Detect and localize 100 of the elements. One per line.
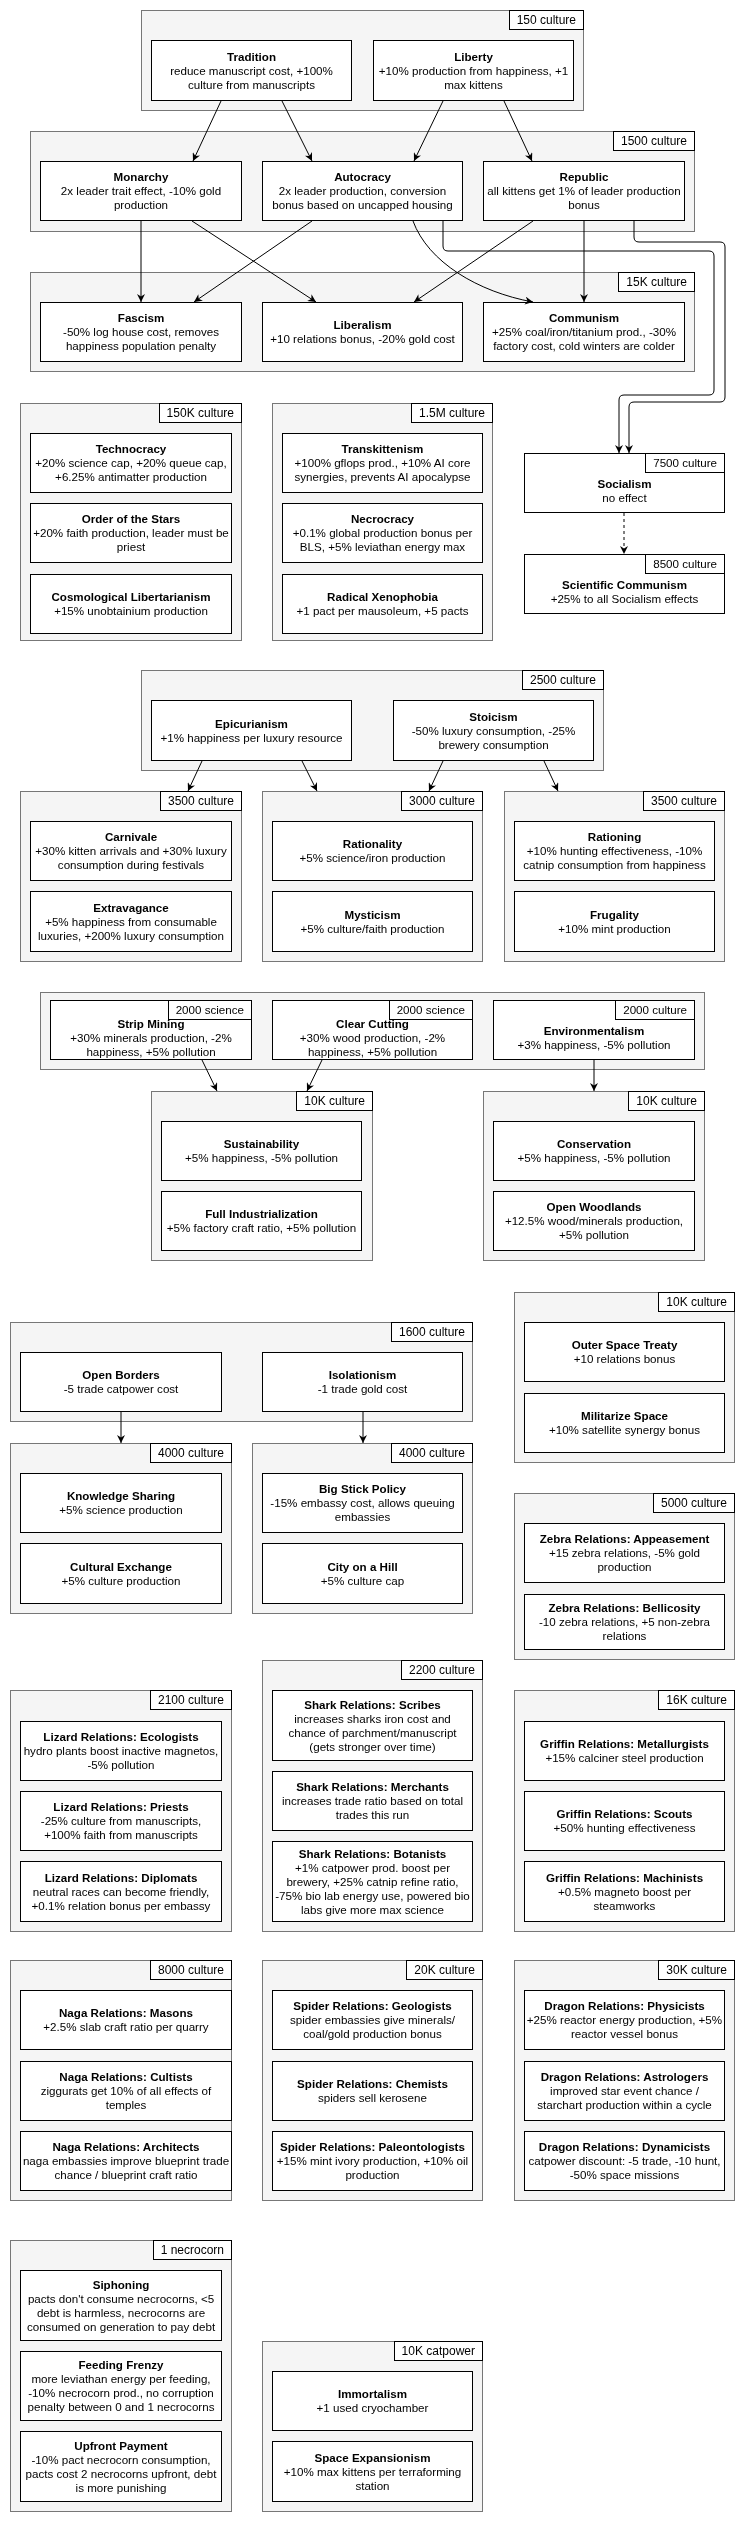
effect-text: -10 zebra relations, +5 non-zebra relations — [537, 1615, 712, 1643]
arrow — [281, 100, 313, 162]
policy-name: Knowledge Sharing — [66, 1489, 176, 1503]
policy-name: Strip Mining — [117, 1017, 185, 1031]
effect-text: -10% pact necrocorn consumption, pacts cost 2 necrocorns upfront, debt is more punishing — [24, 2452, 218, 2495]
arrow — [590, 1059, 598, 1092]
policy-name: Mysticism — [344, 907, 401, 922]
policy-box — [393, 700, 594, 761]
policy-name: Full Industrialization — [205, 1207, 318, 1221]
policy-box — [20, 1543, 222, 1604]
cost-tag: 3500 culture — [159, 791, 242, 811]
policy-box — [50, 1000, 252, 1060]
effect-text: +2.5% slab craft ratio per quarry — [43, 2020, 209, 2034]
cost-tag: 30K culture — [658, 1960, 735, 1980]
policy-name: Shark Relations: Merchants — [296, 1780, 449, 1794]
arrow — [428, 760, 444, 792]
cost-tag: 8500 culture — [645, 554, 725, 574]
effect-text: +25% coal/iron/titanium prod., -30% factory cost, cold winters are colder — [491, 325, 677, 353]
policy-name: Shark Relations: Botanists — [298, 1846, 447, 1861]
policy-name: Carnivale — [104, 830, 158, 844]
cost-tag: 1.5M culture — [410, 403, 493, 423]
group-panel — [10, 1443, 232, 1614]
effect-text: +5% happiness, -5% pollution — [517, 1151, 671, 1165]
group-panel — [10, 2240, 232, 2512]
policy-box — [272, 2131, 473, 2191]
cost-tag: 1500 culture — [612, 131, 695, 151]
effect-text: 2x leader trait effect, -10% gold production — [59, 184, 223, 212]
policy-box — [262, 1352, 463, 1412]
group-panel — [483, 1091, 705, 1261]
effect-text: +20% science cap, +20% queue cap, +6.25% antimatter production — [34, 456, 228, 484]
policy-box — [262, 1473, 463, 1533]
cost-tag: 10K culture — [296, 1091, 373, 1111]
cost-tag: 2000 science — [388, 1000, 473, 1020]
effect-text: +15% unobtainium production — [54, 604, 208, 618]
cost-tag: 10K culture — [658, 1292, 735, 1312]
group-panel — [20, 403, 242, 641]
policy-name: Tradition — [227, 49, 276, 64]
effect-text: +5% culture cap — [320, 1573, 405, 1588]
effect-text: pacts don't consume necrocorns, <5 debt is harmless, necrocorns are consumed on generation to pay debt — [25, 2291, 217, 2334]
effect-text: +1% catpower prod. boost per brewery, +25% catnip refine ratio, -75% bio lab energy use, powered bio labs give more max science — [274, 1860, 471, 1917]
effect-text: +30% kitten arrivals and +30% luxury consumption during festivals — [34, 844, 228, 872]
policy-box — [524, 554, 725, 614]
effect-text: -50% log house cost, removes happiness population penalty — [62, 325, 220, 353]
policy-name: Naga Relations: Cultists — [59, 2070, 193, 2084]
policy-box — [524, 1322, 725, 1382]
policy-name: City on a Hill — [327, 1559, 398, 1574]
effect-text: +5% culture/faith production — [300, 921, 445, 936]
arrow — [192, 100, 222, 162]
policy-name: Outer Space Treaty — [571, 1338, 678, 1352]
cost-tag: 2000 science — [167, 1000, 252, 1020]
group-panel — [262, 1660, 483, 1932]
effect-text: no effect — [602, 491, 647, 505]
cost-tag: 3000 culture — [400, 791, 483, 811]
effect-text: +20% faith production, leader must be priest — [32, 526, 230, 554]
cost-tag: 2500 culture — [521, 670, 604, 690]
policy-name: Griffin Relations: Metallurgists — [540, 1737, 709, 1751]
group-panel — [40, 992, 705, 1070]
policy-name: Scientific Communism — [562, 578, 687, 592]
effect-text: -50% luxury consumption, -25% brewery consumption — [410, 723, 577, 752]
effect-text: +30% minerals production, -2% happiness, +5% pollution — [69, 1031, 233, 1059]
arrow — [187, 760, 203, 792]
policy-box — [272, 821, 473, 881]
policy-box — [524, 1861, 725, 1922]
effect-text: improved star event chance / starchart production within a cycle — [536, 2084, 713, 2112]
cost-tag: 2100 culture — [149, 1690, 232, 1710]
group-panel — [514, 1960, 735, 2201]
policy-box — [272, 1990, 473, 2050]
policy-name: Zebra Relations: Appeasement — [539, 1532, 710, 1546]
policy-name: Liberty — [454, 49, 493, 64]
effect-text: +5% culture production — [61, 1573, 181, 1588]
effect-text: -25% culture from manuscripts, +100% faith from manuscripts — [39, 1814, 203, 1842]
cost-tag: 2000 culture — [615, 1000, 695, 1020]
effect-text: 2x leader production, conversion bonus based on uncapped housing — [271, 184, 454, 212]
policy-name: Zebra Relations: Bellicosity — [548, 1601, 701, 1615]
effect-text: +15 zebra relations, -5% gold production — [547, 1546, 702, 1574]
policy-name: Monarchy — [113, 170, 169, 184]
policy-box — [514, 891, 715, 952]
group-panel — [514, 1690, 735, 1932]
policy-name: Space Expansionism — [314, 2450, 431, 2465]
arrow — [137, 220, 145, 303]
policy-box — [161, 1191, 362, 1251]
policy-box — [151, 700, 352, 761]
policy-name: Open Borders — [82, 1368, 160, 1382]
arrow — [543, 760, 559, 792]
effect-text: +5% science/iron production — [299, 851, 446, 865]
policy-box — [20, 1473, 222, 1533]
group-panel — [252, 1443, 473, 1614]
cost-tag: 1600 culture — [390, 1322, 473, 1342]
group-panel — [262, 2341, 483, 2512]
policy-name: Radical Xenophobia — [327, 590, 438, 604]
policy-box — [272, 1771, 473, 1831]
policy-name: Dragon Relations: Astrologers — [540, 2070, 709, 2084]
cost-tag: 10K catpower — [393, 2341, 483, 2361]
policy-name: Feeding Frenzy — [78, 2358, 164, 2372]
group-panel — [151, 1091, 373, 1261]
effect-text: spiders sell kerosene — [318, 2091, 427, 2105]
policy-box — [282, 574, 483, 634]
arrow — [117, 1411, 125, 1444]
cost-tag: 150K culture — [158, 403, 242, 423]
effect-text: +10% hunting effectiveness, -10% catnip consumption from happiness — [522, 844, 707, 872]
